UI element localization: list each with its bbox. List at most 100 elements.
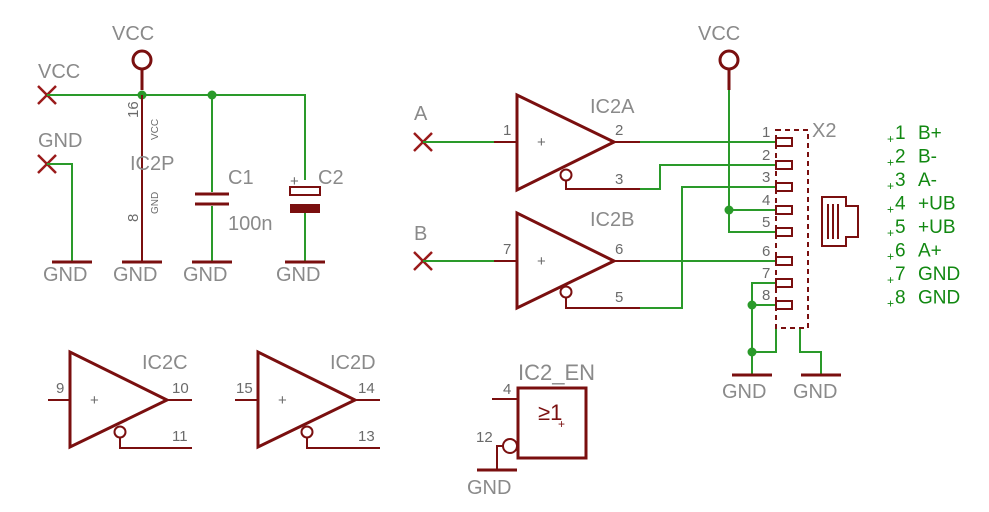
c2-plate-positive bbox=[289, 186, 321, 196]
x2-pin-number: 3 bbox=[762, 169, 770, 186]
gnd-label-x2-left: GND bbox=[722, 381, 766, 403]
ic2d-name: IC2D bbox=[330, 352, 376, 374]
legend-signal-name: GND bbox=[918, 288, 960, 309]
legend-signal-name: +UB bbox=[918, 194, 956, 215]
ic2p-pin8-number: 8 bbox=[125, 214, 142, 222]
legend-pin-number: 6 bbox=[895, 241, 906, 262]
x2-pin-number: 5 bbox=[762, 214, 770, 231]
ic2c-pin-out: 10 bbox=[172, 380, 189, 397]
c1-name: C1 bbox=[228, 167, 254, 189]
ic2c-inv-bubble bbox=[113, 425, 127, 439]
ic2b-name: IC2B bbox=[590, 209, 634, 231]
x2-pin-2 bbox=[775, 160, 793, 170]
ic2d-plus: + bbox=[278, 392, 287, 409]
legend-pin-number: 1 bbox=[895, 123, 906, 144]
legend-signal-name: A- bbox=[918, 170, 937, 191]
c2-plus-sign: + bbox=[290, 173, 299, 190]
wire-pin7-gnd bbox=[751, 282, 776, 375]
ic2-en-plus: + bbox=[558, 417, 565, 431]
ic2p-gnd-tag: GND bbox=[150, 192, 161, 214]
vcc-label-top-left: VCC bbox=[112, 23, 154, 45]
wire-shield-gnd bbox=[752, 328, 777, 353]
ic2b-pin-out: 6 bbox=[615, 241, 623, 258]
legend-plus-mark: + bbox=[887, 179, 894, 193]
c2-plate-negative bbox=[290, 204, 320, 213]
ic2-en-pin-bot: 12 bbox=[476, 429, 493, 446]
ic2d-pin-in: 15 bbox=[236, 380, 253, 397]
ic2-en-gate: ≥1 + GND 4 12 IC2_EN bbox=[467, 360, 595, 499]
ic2d-pin-inv: 13 bbox=[358, 428, 375, 445]
legend-signal-name: GND bbox=[918, 264, 960, 285]
vcc-label-input: VCC bbox=[38, 61, 80, 83]
legend-plus-mark: + bbox=[887, 226, 894, 240]
ic2-en-pin-top: 4 bbox=[503, 381, 511, 398]
legend-pin-number: 4 bbox=[895, 194, 906, 215]
legend-pin-number: 8 bbox=[895, 288, 906, 309]
x2-pin-number: 1 bbox=[762, 124, 770, 141]
wire-vcc-pin5 bbox=[728, 90, 776, 233]
gnd-label-1: GND bbox=[43, 264, 87, 286]
ic2b-inv-bubble bbox=[559, 285, 573, 299]
ic2c-triangle bbox=[68, 349, 171, 450]
legend-plus-mark: + bbox=[887, 250, 894, 264]
ic2b-input-label: B bbox=[414, 223, 427, 245]
ic2c-pin-in: 9 bbox=[56, 380, 64, 397]
legend-signal-name: A+ bbox=[918, 241, 942, 262]
legend-pin-number: 7 bbox=[895, 264, 906, 285]
gnd-input-wire bbox=[47, 163, 73, 262]
x2-pin-number: 7 bbox=[762, 265, 770, 282]
legend-signal-name: B- bbox=[918, 147, 937, 168]
x2-pin-number: 2 bbox=[762, 147, 770, 164]
ic2a-name: IC2A bbox=[590, 96, 635, 118]
rj45-icon bbox=[821, 196, 859, 247]
ic2a-pin-in: 1 bbox=[503, 122, 511, 139]
ic2c-buffer: + 9 10 11 IC2C bbox=[48, 349, 192, 450]
connector-wiring: VCC GND GND bbox=[640, 23, 841, 403]
x2-pin-3 bbox=[775, 182, 793, 192]
ic2b-plus: + bbox=[537, 253, 546, 270]
gnd-label-en: GND bbox=[467, 477, 511, 499]
ic2a-plus: + bbox=[537, 134, 546, 151]
legend-signal-name: B+ bbox=[918, 123, 942, 144]
ic2a-inv-bubble bbox=[559, 168, 573, 182]
legend-pin-number: 2 bbox=[895, 147, 906, 168]
gnd-label-3: GND bbox=[183, 264, 227, 286]
ic2b-buffer: B + 7 6 5 IC2B bbox=[413, 209, 640, 311]
c1-value: 100n bbox=[228, 213, 273, 235]
ic2-en-symbol: ≥1 bbox=[538, 400, 562, 425]
ic2b-pin-inv: 5 bbox=[615, 289, 623, 306]
x2-name: X2 bbox=[812, 120, 836, 142]
x2-pin-number: 6 bbox=[762, 243, 770, 260]
ic2b-pin-in: 7 bbox=[503, 241, 511, 258]
ic2b-triangle bbox=[515, 210, 618, 311]
c2-name: C2 bbox=[318, 167, 344, 189]
ic2d-pin-out: 14 bbox=[358, 380, 375, 397]
legend-plus-mark: + bbox=[887, 203, 894, 217]
vcc-supply-symbol-left bbox=[131, 49, 153, 71]
legend-pin-number: 5 bbox=[895, 217, 906, 238]
ic2a-input-label: A bbox=[414, 103, 428, 125]
ic2a-buffer: A + 1 2 3 IC2A bbox=[413, 92, 640, 193]
legend-signal-name: +UB bbox=[918, 217, 956, 238]
x2-pin-1 bbox=[775, 137, 793, 147]
legend-pin-number: 3 bbox=[895, 170, 906, 191]
vcc-rail-wire bbox=[47, 94, 306, 180]
ic2c-name: IC2C bbox=[142, 352, 188, 374]
ic2a-pin-out: 2 bbox=[615, 122, 623, 139]
ic2p-vcc-tag: VCC bbox=[150, 119, 161, 140]
power-section: VCC VCC GND GND 16 VCC IC2P 8 GND GND bbox=[37, 23, 344, 286]
ic2c-pin-inv: 11 bbox=[172, 428, 188, 445]
vcc-supply-symbol-right bbox=[718, 49, 740, 71]
ic2p-name: IC2P bbox=[130, 153, 174, 175]
x2-pin-number: 8 bbox=[762, 287, 770, 304]
x2-pin-7 bbox=[775, 278, 793, 288]
gnd-label-4: GND bbox=[276, 264, 320, 286]
legend-plus-mark: + bbox=[887, 273, 894, 287]
ic2a-pin-inv: 3 bbox=[615, 171, 623, 188]
legend-plus-mark: + bbox=[887, 132, 894, 146]
ic2d-inv-bubble bbox=[300, 425, 314, 439]
ic2p-pin16-number: 16 bbox=[125, 101, 142, 118]
